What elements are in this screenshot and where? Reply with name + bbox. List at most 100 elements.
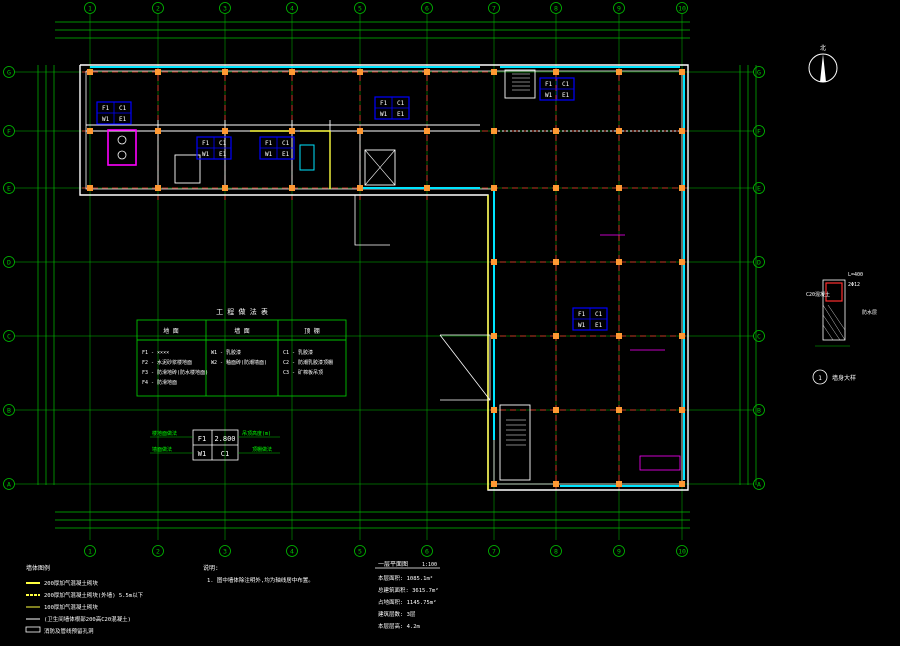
column: [222, 185, 228, 191]
grid-label-col: 9: [617, 5, 621, 13]
grid-label-row: F: [7, 128, 11, 136]
room-tag-code: W1: [545, 92, 553, 99]
column: [616, 128, 622, 134]
axis-lines: [82, 65, 690, 490]
room-tag-code: C1: [119, 105, 127, 112]
grid-label-col: 10: [678, 5, 686, 13]
grid-label-col: 2: [156, 5, 160, 13]
grid-label-col: 1: [88, 5, 92, 13]
grid-bubble-col: [354, 545, 366, 557]
grid-bubble-col: [613, 545, 625, 557]
room-tag-code: E1: [282, 151, 290, 158]
grid-bubble-row: [3, 182, 15, 194]
grid-label-row: D: [7, 259, 11, 267]
area-line-1: 本层面积: 1085.1m²: [378, 574, 433, 582]
grid-bubble-col: [550, 2, 562, 14]
column: [491, 407, 497, 413]
exterior-walls: [79, 64, 689, 491]
grid-bubble-col: [286, 2, 298, 14]
room-tag-code: F1: [265, 140, 273, 147]
grid-bubble-col: [488, 2, 500, 14]
area-line-3: 占地面积: 1145.75m²: [378, 598, 436, 606]
grid-bubble-row: [3, 478, 15, 490]
grid-label-col: 10: [678, 548, 686, 556]
plan-title: 一层平面图: [378, 561, 408, 568]
column: [155, 185, 161, 191]
notes-line-1: 1. 图中墙体除注明外,均为轴线居中布置。: [207, 576, 314, 584]
grid-bubble-row: [3, 256, 15, 268]
grid-bubble-col: [421, 2, 433, 14]
wall-legend-2: 200厚加气混凝土砌块(外墙) 5.5m以下: [44, 591, 144, 599]
tag-key-label-wall: 墙面做法: [152, 446, 172, 453]
column: [289, 69, 295, 75]
column: [679, 407, 685, 413]
tag-key-floor: F1: [198, 435, 206, 443]
tag-key: [150, 429, 280, 461]
tag-key-wall: W1: [198, 450, 206, 458]
grid-label-row: F: [757, 128, 761, 136]
grid-bubble-col: [676, 545, 688, 557]
column: [491, 259, 497, 265]
grid-bubble-col: [286, 545, 298, 557]
grid-label-row: E: [757, 185, 761, 193]
schedule-header-floor: 地 面: [163, 327, 179, 335]
grid-label-row: G: [7, 69, 11, 77]
column: [553, 69, 559, 75]
grid-label-col: 9: [617, 548, 621, 556]
column: [491, 333, 497, 339]
room-tag-code: W1: [202, 151, 210, 158]
column: [222, 69, 228, 75]
room-tag-code: E1: [595, 322, 603, 329]
grid-bubble-col: [488, 545, 500, 557]
room-tag-code: C1: [595, 311, 603, 318]
toilet-area: [107, 129, 315, 171]
schedule-ceiling-3: C3 - 矿棉板吊顶: [283, 369, 323, 376]
column: [616, 407, 622, 413]
schedule-header-ceiling: 顶 棚: [304, 327, 320, 335]
column: [424, 185, 430, 191]
detail-label-3: 2Φ12: [848, 282, 860, 288]
column: [679, 333, 685, 339]
grid-bubble-row: [3, 66, 15, 78]
column: [553, 259, 559, 265]
interior-walls: [86, 69, 682, 481]
column: [553, 407, 559, 413]
schedule-wall-1: W1 - 乳胶漆: [211, 349, 241, 356]
grid-label-col: 4: [290, 548, 294, 556]
grid-label-col: 5: [358, 5, 362, 13]
column: [87, 128, 93, 134]
wall-legend-title: 墙体图例: [26, 564, 50, 572]
room-tag-code: F1: [380, 100, 388, 107]
column: [616, 185, 622, 191]
schedule-floor-4: F4 - 防滑地面: [142, 379, 177, 386]
grid-label-col: 7: [492, 5, 496, 13]
column: [87, 185, 93, 191]
grid-bubble-row: [3, 404, 15, 416]
column: [357, 69, 363, 75]
north-arrow: [808, 53, 838, 83]
wall-legend-3: 100厚加气混凝土砌块: [44, 603, 98, 611]
grid-label-row: D: [757, 259, 761, 267]
tag-key-label-height: 吊顶高度(m): [242, 430, 271, 437]
schedule-wall-2: W2 - 釉面砖(防潮墙面): [211, 359, 267, 366]
grid-bubble-col: [354, 2, 366, 14]
detail-number: 1: [818, 375, 822, 382]
column: [679, 185, 685, 191]
wall-section-detail: [812, 279, 850, 385]
grid-label-row: G: [757, 69, 761, 77]
schedule-ceiling-2: C2 - 防潮乳胶漆顶棚: [283, 359, 333, 366]
grid-label-row: C: [7, 333, 11, 341]
plan-scale: 1:100: [422, 562, 437, 568]
column: [222, 128, 228, 134]
grid-label-col: 6: [425, 548, 429, 556]
column: [553, 481, 559, 487]
structural-columns: [87, 69, 685, 487]
wall-legend-4: (卫生间墙体根部200高C20混凝土): [44, 615, 131, 623]
grid-bubble-row: [3, 330, 15, 342]
grid-bubble-col: [550, 545, 562, 557]
grid-label-col: 1: [88, 548, 92, 556]
grid-bubble-col: [421, 545, 433, 557]
column: [679, 128, 685, 134]
grid-label-col: 2: [156, 548, 160, 556]
room-tag-code: C1: [219, 140, 227, 147]
